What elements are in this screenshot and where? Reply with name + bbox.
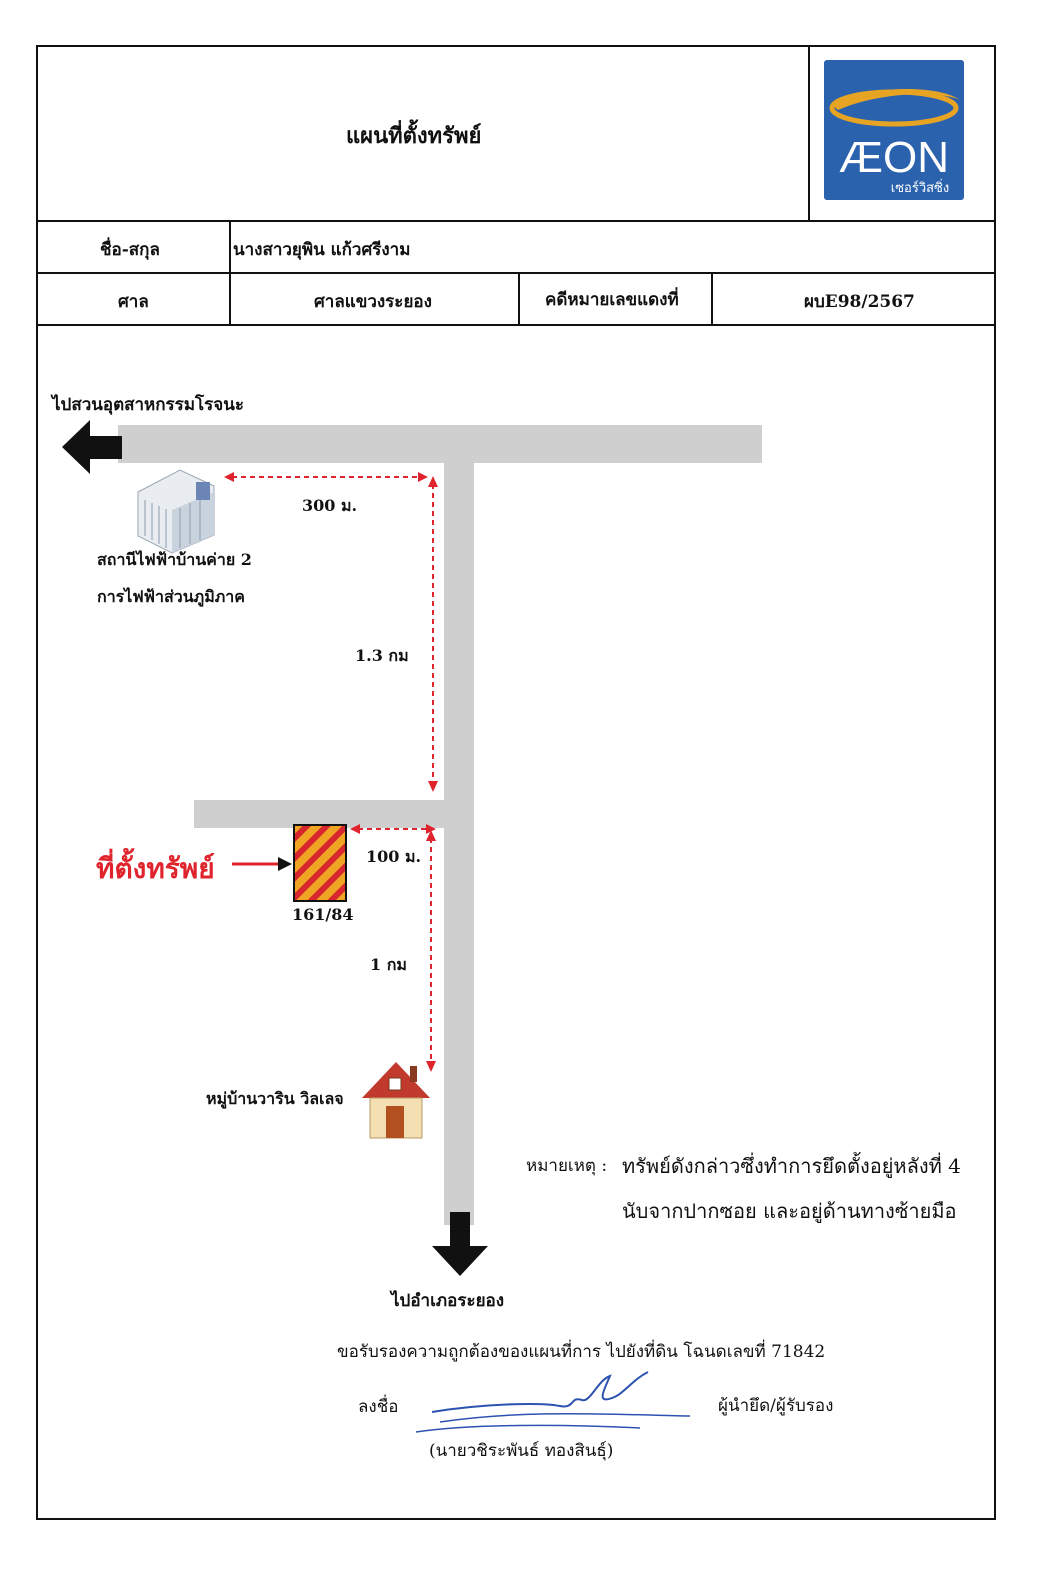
- signature-graphic: [415, 1371, 691, 1433]
- to-rojana-label: ไปสวนอุตสาหกรรมโรจนะ: [52, 395, 244, 415]
- note-line-1: ทรัพย์ดังกล่าวซึ่งทำการยึดตั้งอยู่หลังที…: [622, 1154, 961, 1178]
- court-value: ศาลแขวงระยอง: [314, 292, 432, 312]
- page-title: แผนที่ตั้งทรัพย์: [346, 123, 482, 149]
- dimension-1km: [426, 830, 436, 1072]
- signer-role: ผู้นำยึด/ผู้รับรอง: [718, 1396, 834, 1416]
- sign-label: ลงชื่อ: [358, 1397, 399, 1417]
- dimension-300m: [224, 472, 428, 482]
- property-number-label: 161/84: [292, 905, 354, 924]
- distance-1-3km-label: 1.3 กม: [355, 646, 409, 665]
- document-frame: [36, 45, 996, 1520]
- note-line-2: นับจากปากซอย และอยู่ด้านทางซ้ายมือ: [622, 1199, 957, 1223]
- table-mid-line: [36, 272, 996, 274]
- distance-1km-label: 1 กม: [370, 955, 407, 974]
- property-parcel: [293, 824, 347, 902]
- note-label: หมายเหตุ :: [526, 1156, 608, 1176]
- arrow-west-icon: [62, 420, 122, 474]
- aeon-logo: ÆON เซอร์วิสซิ่ง: [824, 60, 964, 200]
- station-label-line1: สถานีไฟฟ้าบ้านค่าย 2: [97, 550, 252, 569]
- table-top-line: [36, 220, 996, 222]
- table-col-divider-1: [229, 220, 231, 326]
- court-label: ศาล: [118, 292, 149, 312]
- distance-100m-label: 100 ม.: [366, 847, 422, 866]
- property-location-label: ที่ตั้งทรัพย์: [96, 852, 215, 885]
- road-main-horizontal: [118, 425, 762, 463]
- arrow-south-icon: [432, 1212, 488, 1276]
- property-pointer-arrow-icon: [232, 857, 292, 871]
- header-divider: [808, 45, 810, 221]
- certification-statement: ขอรับรองความถูกต้องของแผนที่การ ไปยังที่…: [337, 1342, 826, 1362]
- logo-brand: ÆON: [839, 133, 949, 182]
- house-icon: [362, 1062, 430, 1139]
- case-value: ผบE98/2567: [804, 292, 915, 312]
- name-value: นางสาวยุพิน แก้วศรีงาม: [233, 240, 411, 260]
- dimension-1-3km: [428, 476, 438, 792]
- village-label: หมู่บ้านวาริน วิลเลจ: [206, 1089, 344, 1108]
- distance-300m-label: 300 ม.: [302, 496, 358, 515]
- station-label-line2: การไฟฟ้าส่วนภูมิภาค: [97, 587, 245, 606]
- table-col-divider-3: [711, 272, 713, 326]
- to-rayong-label: ไปอำเภอระยอง: [391, 1291, 505, 1311]
- aeon-logo-icon: ÆON เซอร์วิสซิ่ง: [829, 89, 960, 196]
- road-side-soi: [194, 800, 474, 828]
- table-col-divider-2: [518, 272, 520, 326]
- signer-name: (นายวชิระพันธ์ ทองสินธุ์): [429, 1441, 614, 1461]
- table-bottom-line: [36, 324, 996, 326]
- office-building-icon: [137, 469, 215, 554]
- logo-subtitle: เซอร์วิสซิ่ง: [891, 179, 949, 196]
- case-label: คดีหมายเลขแดงที่: [545, 290, 679, 310]
- dimension-100m: [350, 824, 436, 834]
- name-label: ชื่อ-สกุล: [100, 240, 160, 260]
